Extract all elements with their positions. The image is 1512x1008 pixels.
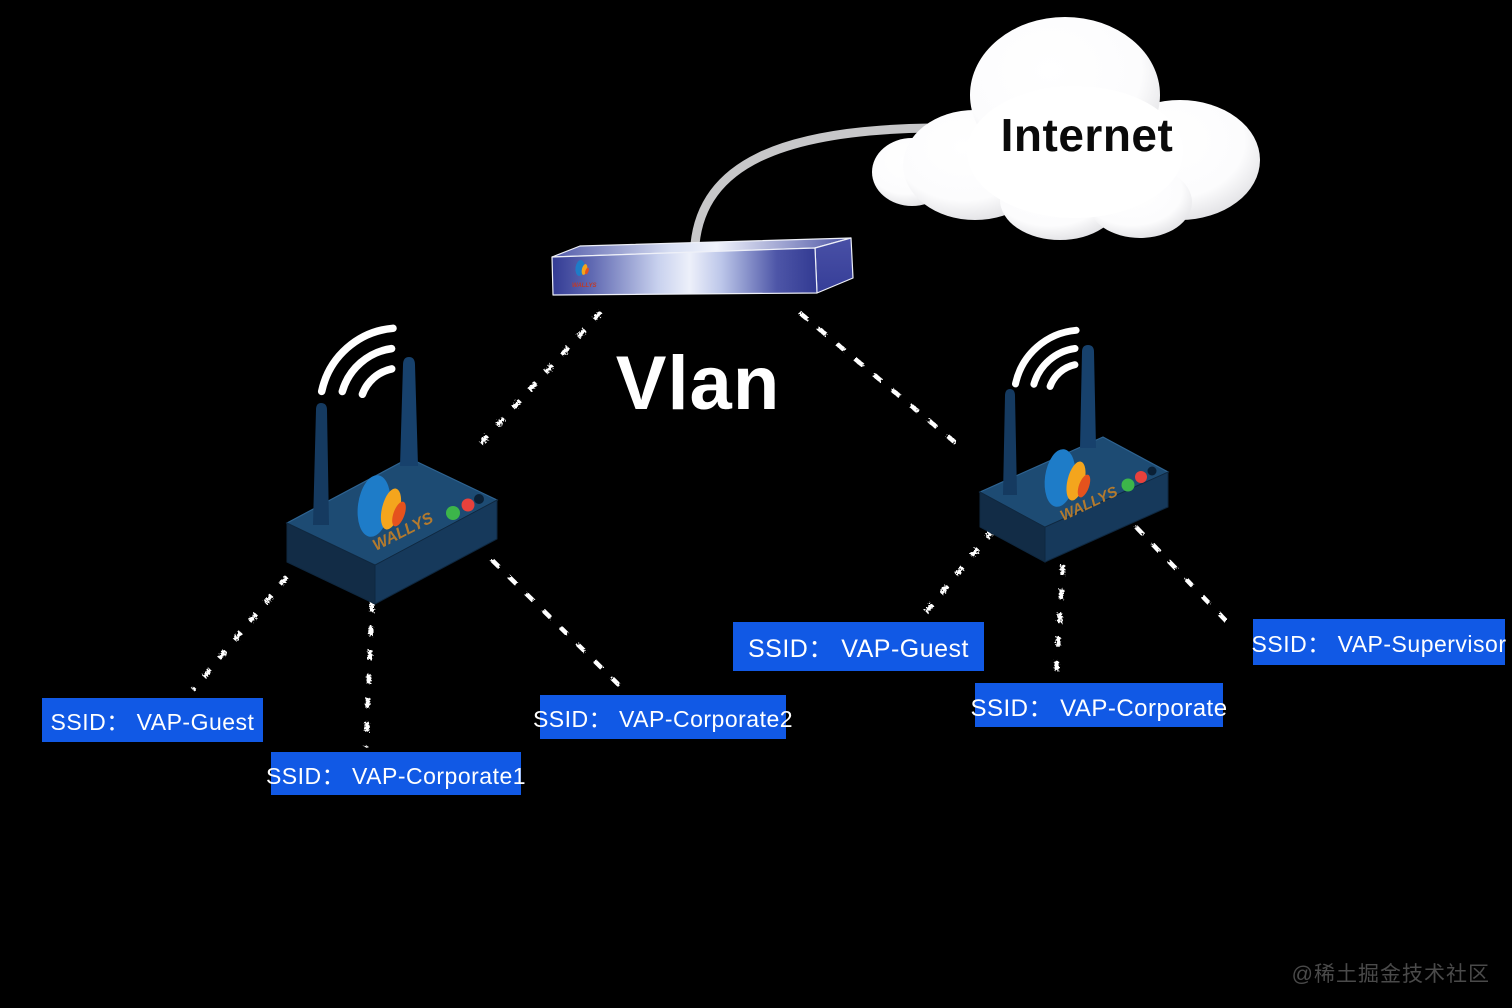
ssid-label-left-vap-corporate1: SSID： VAP-Corporate1 xyxy=(266,752,526,795)
ssid-label-text: SSID： VAP-Corporate xyxy=(970,694,1228,722)
wifi-signal-icon xyxy=(317,324,397,399)
wifi-arc-inner xyxy=(358,365,396,399)
link-leftap-corporate1 xyxy=(363,601,375,748)
ssid-label-right-vap-corporate: SSID： VAP-Corporate xyxy=(970,683,1227,727)
link-switch-right-ap xyxy=(798,311,959,446)
led-green xyxy=(1121,478,1135,492)
logo-orange-petal xyxy=(585,267,589,275)
access-point-left: WALLYS xyxy=(285,357,499,605)
internet-cloud xyxy=(872,17,1260,240)
switch-right-face xyxy=(814,237,854,294)
ap-front-right-face xyxy=(374,499,498,605)
wifi-signal-icon xyxy=(1012,326,1080,390)
led-off xyxy=(474,494,484,504)
ap-antenna-right xyxy=(1080,345,1096,448)
wallys-logo: WALLYS xyxy=(572,260,597,289)
link-rightap-guest xyxy=(921,528,995,618)
ssid-label-text: SSID： VAP-Guest xyxy=(748,634,969,663)
logo-orange-petal xyxy=(392,501,406,527)
ethernet-switch: WALLYS xyxy=(551,237,854,296)
uplink-curve xyxy=(690,123,935,249)
wifi-arc-outer xyxy=(317,324,397,396)
ssid-label-text: SSID： VAP-Guest xyxy=(50,709,255,735)
ap-antenna-right xyxy=(400,357,418,466)
wifi-arc-mid xyxy=(338,344,396,396)
dashed-links xyxy=(191,310,1232,748)
wifi-arc-inner xyxy=(1046,361,1079,390)
link-leftap-corporate2 xyxy=(490,558,624,690)
access-point-right: WALLYS xyxy=(978,345,1170,563)
logo-orange-petal xyxy=(1077,474,1091,498)
ssid-label-text: SSID： VAP-Corporate2 xyxy=(532,706,794,732)
switch-brand-text: WALLYS xyxy=(572,283,597,289)
ap-antenna-left xyxy=(313,403,329,525)
ssid-label-text: SSID： VAP-Corporate1 xyxy=(265,762,527,789)
ssid-label-text: SSID： VAP-Supervisor xyxy=(1251,631,1507,657)
ap-antenna-left xyxy=(1003,389,1017,495)
ssid-label-left-vap-guest: SSID： VAP-Guest xyxy=(42,698,263,742)
link-leftap-guest xyxy=(191,575,289,692)
vlan-title: Vlan xyxy=(615,341,781,426)
internet-cloud-label: Internet xyxy=(1000,109,1174,161)
led-green xyxy=(446,506,460,520)
ssid-label-left-vap-corporate2: SSID： VAP-Corporate2 xyxy=(533,695,793,739)
watermark: @稀土掘金技术社区 xyxy=(1291,963,1490,986)
ssid-label-right-vap-guest: SSID： VAP-Guest xyxy=(733,622,984,671)
link-rightap-corporate xyxy=(1053,564,1066,679)
led-red xyxy=(461,498,475,512)
ssid-label-right-vap-supervisor: SSID： VAP-Supervisor xyxy=(1251,619,1507,665)
led-off xyxy=(1147,466,1157,476)
wifi-arc-outer xyxy=(1012,326,1080,388)
wifi-arc-mid xyxy=(1030,345,1079,388)
switch-front-face xyxy=(551,247,818,296)
link-switch-left-ap xyxy=(471,310,603,454)
led-red xyxy=(1135,471,1147,483)
link-rightap-supervisor xyxy=(1134,525,1232,627)
cloud-core xyxy=(967,86,1183,218)
